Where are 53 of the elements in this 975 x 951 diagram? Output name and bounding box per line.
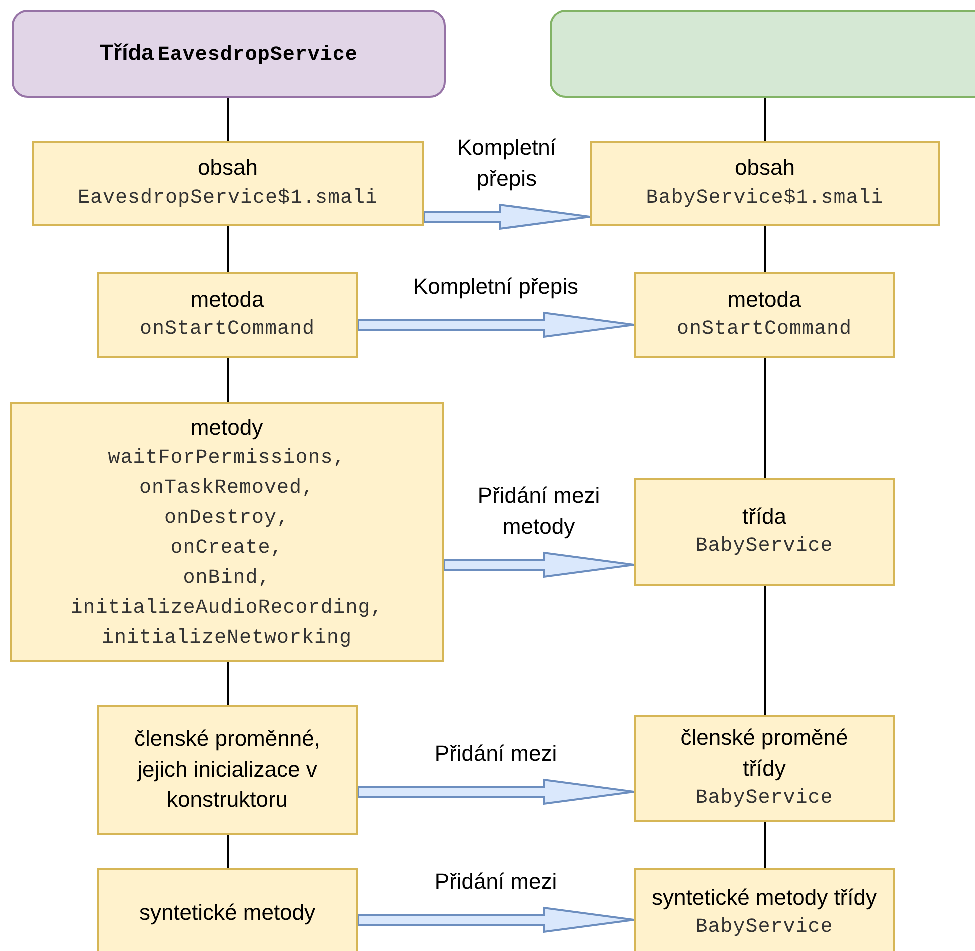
code-text: onTaskRemoved,	[139, 476, 315, 502]
box-text: metoda	[190, 286, 264, 314]
box-text: obsah	[735, 154, 795, 182]
block-arrow	[443, 552, 635, 578]
block-arrow	[357, 778, 635, 806]
box-text: metoda	[728, 286, 802, 314]
process-box	[97, 705, 358, 835]
code-text: waitForPermissions,	[108, 446, 346, 472]
connector-line	[227, 662, 229, 705]
process-box	[97, 272, 358, 358]
box-text: syntetické metody	[139, 898, 316, 927]
box-text: metody	[190, 414, 264, 442]
connector-line	[227, 98, 229, 141]
class-header	[12, 10, 446, 98]
code-text: initializeNetworking	[102, 626, 352, 652]
code-text: BabyService	[696, 534, 834, 560]
connector-line	[764, 822, 766, 868]
box-text: Třída	[100, 40, 154, 64]
code-text: onDestroy,	[164, 506, 290, 532]
box-text: členské proměné třídy	[680, 724, 850, 783]
block-arrow	[357, 312, 635, 338]
code-text: initializeAudioRecording,	[70, 596, 384, 622]
app-header	[550, 10, 975, 98]
connector-line	[227, 226, 229, 272]
code-text: BabyService$1.smali	[646, 186, 884, 212]
code-text: BabyService	[696, 786, 834, 812]
box-text: obsah	[198, 154, 258, 182]
process-box	[634, 272, 895, 358]
box-text: třída	[742, 502, 787, 531]
block-arrow	[423, 204, 591, 230]
connector-line	[764, 226, 766, 272]
process-box	[634, 868, 895, 951]
code-text: onCreate,	[170, 536, 284, 562]
process-box	[634, 715, 895, 822]
connector-line	[764, 358, 766, 478]
process-box	[634, 478, 895, 586]
code-text: BabyService	[696, 916, 834, 940]
code-text: onStartCommand	[140, 317, 316, 344]
code-text: EavesdropService$1.smali	[78, 186, 378, 212]
process-box	[590, 141, 940, 226]
block-arrow	[357, 906, 635, 934]
box-text: členské proměnné, jejich inicializace v konstruktoru	[134, 724, 322, 814]
box-text: syntetické metody třídy	[652, 884, 877, 910]
process-box	[32, 141, 424, 226]
code-text: EavesdropService	[158, 44, 358, 66]
connector-line	[764, 586, 766, 715]
code-text: onStartCommand	[676, 317, 852, 344]
process-box	[97, 868, 358, 951]
connector-line	[227, 835, 229, 868]
code-text: onBind,	[183, 566, 271, 592]
connector-line	[227, 358, 229, 402]
process-box	[10, 402, 444, 662]
connector-line	[764, 98, 766, 141]
